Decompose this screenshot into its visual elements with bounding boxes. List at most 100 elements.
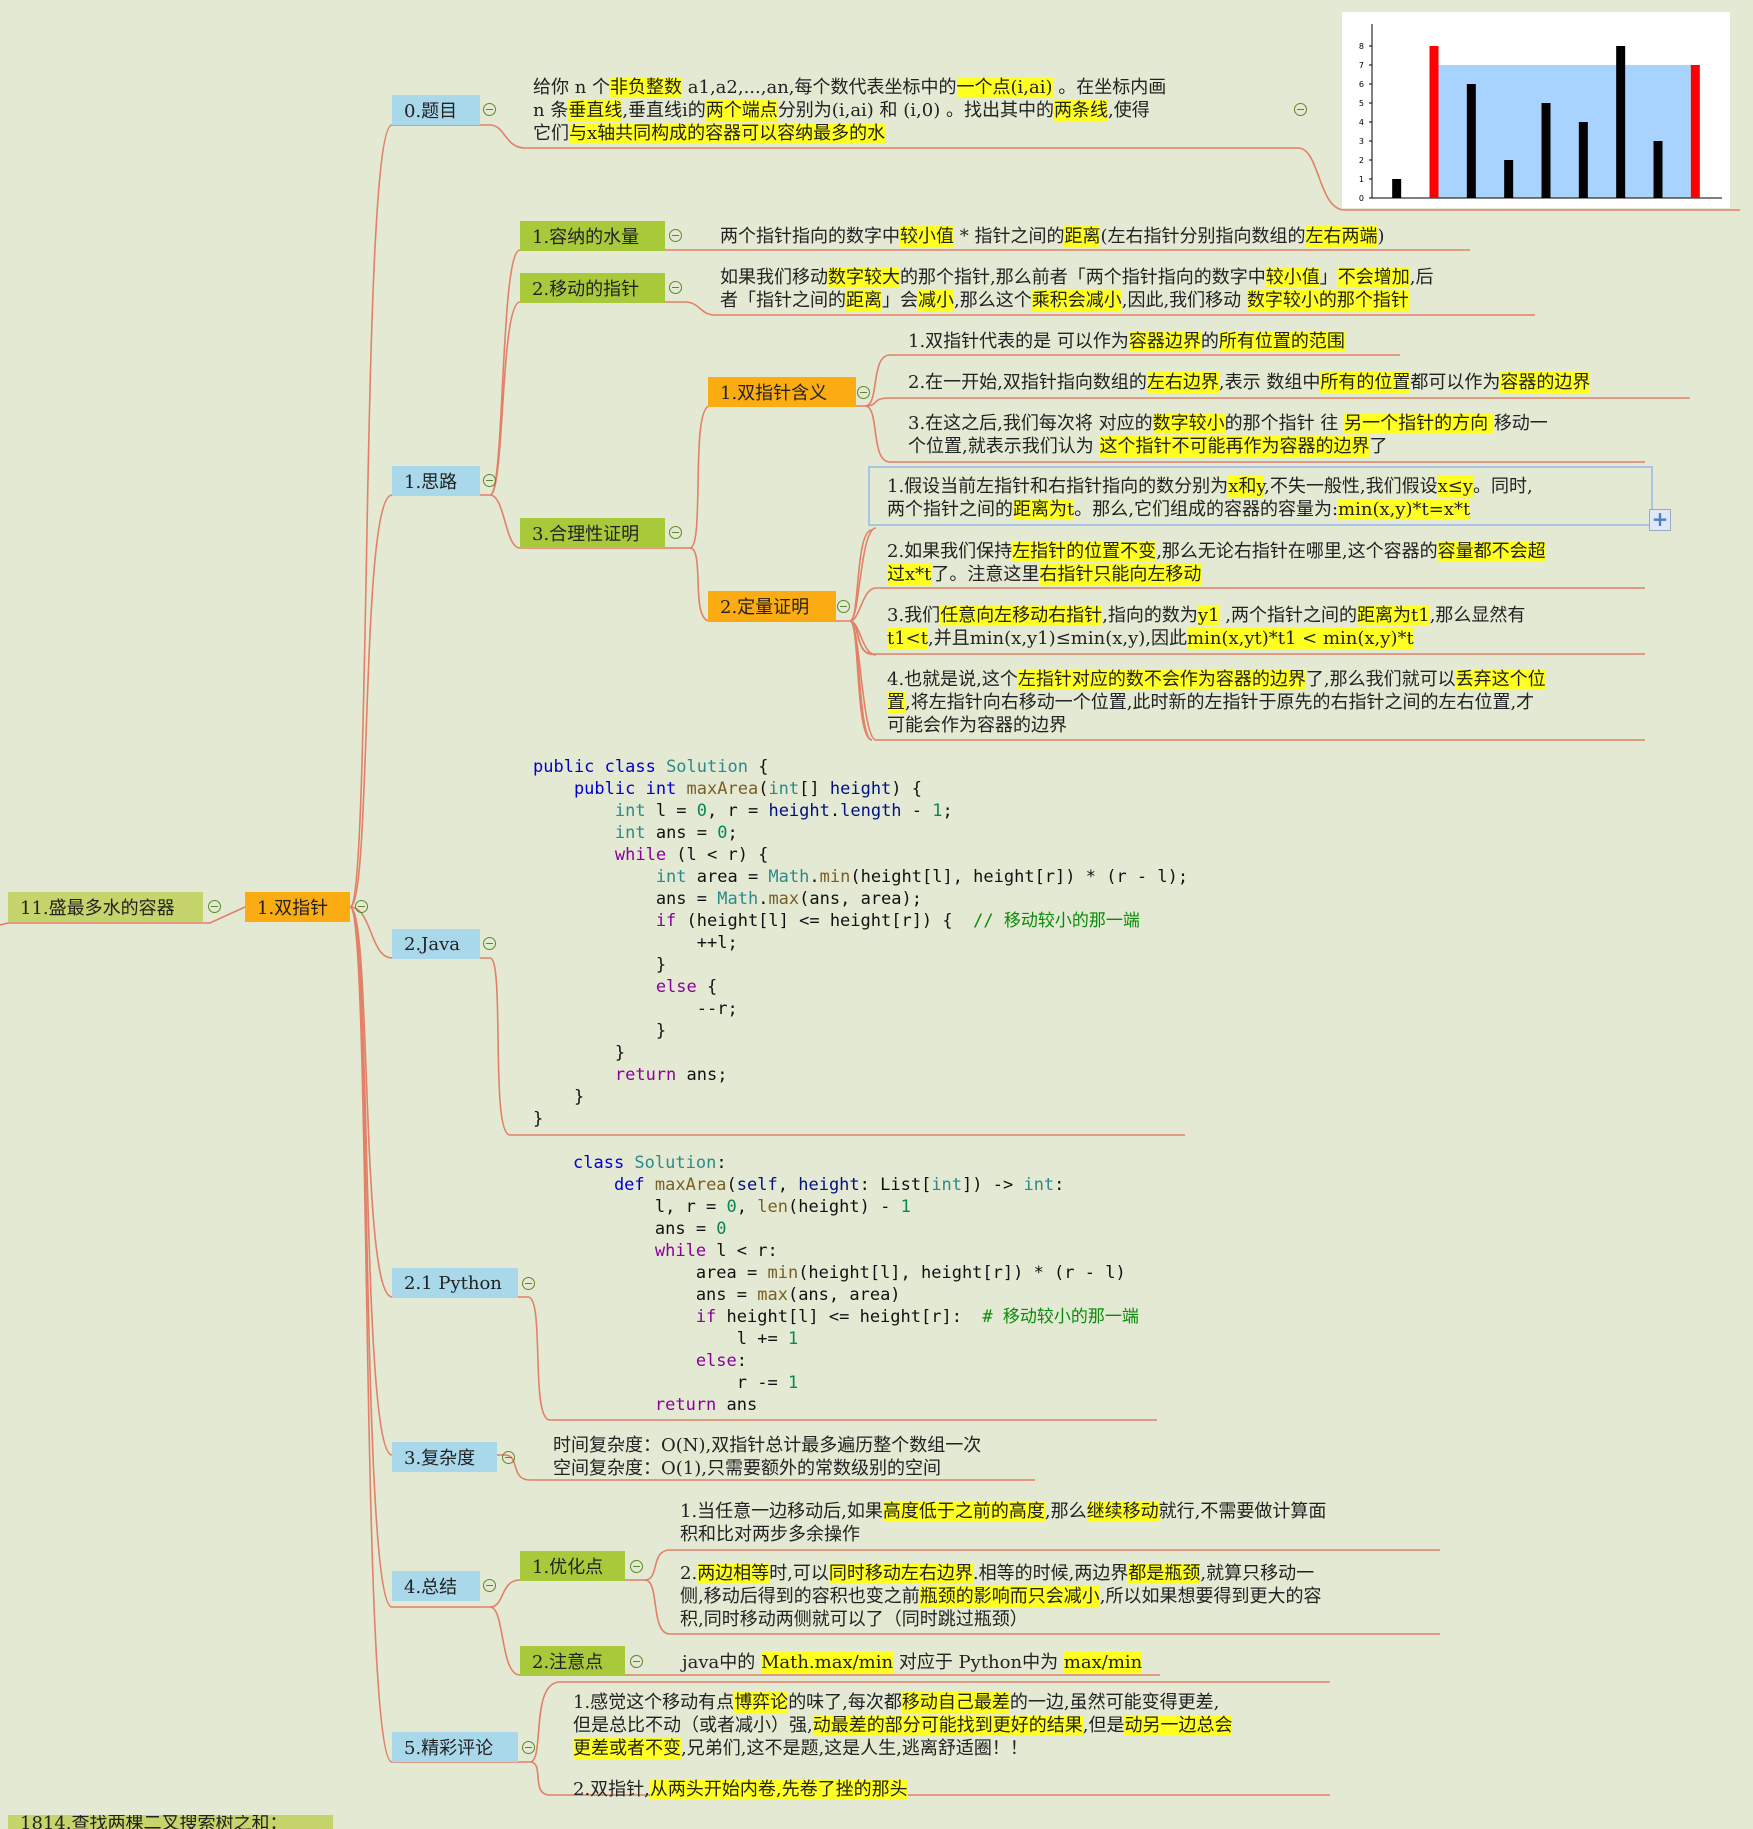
text-line: 3.在这之后,我们每次将 对应的数字较小的那个指针 往 另一个指针的方向 移动一: [908, 412, 1548, 435]
text-segment: 3.我们: [887, 605, 941, 626]
text-segment: ,但是: [1082, 1715, 1125, 1736]
node-optimization[interactable]: 1.优化点: [520, 1551, 625, 1581]
topic-problem[interactable]: 0.题目: [392, 95, 480, 125]
highlighted-text: 两条线: [1053, 100, 1108, 121]
highlighted-text: 另一个指针的方向: [1344, 413, 1494, 434]
text-segment: 2.在一开始,双指针指向数组的: [908, 372, 1147, 393]
code-token: area =: [573, 1263, 768, 1283]
highlighted-text: 乘积会减小: [1031, 290, 1122, 311]
topic-python-collapse-icon[interactable]: [522, 1277, 535, 1290]
node-water-capacity-collapse-icon[interactable]: [669, 229, 682, 242]
text-segment: 者「指针之间的: [720, 290, 846, 311]
node-quant-proof[interactable]: 2.定量证明: [708, 591, 836, 621]
topic-java-collapse-icon[interactable]: [483, 937, 496, 950]
text-segment: 3.在这之后,我们每次将 对应的: [908, 413, 1153, 434]
topic-python[interactable]: 2.1 Python: [392, 1268, 518, 1298]
node-pointer-meaning-collapse-icon[interactable]: [857, 386, 870, 399]
code-line: }: [533, 1042, 1188, 1064]
text-segment: 的一边,虽然可能变得更差,: [1009, 1692, 1220, 1713]
code-token: 0: [717, 823, 728, 843]
code-token: Math: [717, 889, 759, 909]
python-code-block: class Solution: def maxArea(self, height…: [573, 1152, 1139, 1416]
code-token: }: [533, 1043, 626, 1063]
topic-comments-collapse-icon[interactable]: [522, 1741, 535, 1754]
code-token: .: [829, 801, 841, 821]
node-water-capacity[interactable]: 1.容纳的水量: [520, 221, 665, 251]
code-line: return ans: [573, 1394, 1139, 1416]
text-segment: 侧,移动后得到的容积也变之前: [680, 1586, 920, 1607]
bar-4: [1504, 160, 1514, 198]
node-notes[interactable]: 2.注意点: [520, 1646, 625, 1676]
code-line: }: [533, 954, 1188, 976]
node-proof[interactable]: 3.合理性证明: [520, 518, 665, 548]
problem-text-collapse-icon[interactable]: [1294, 103, 1307, 116]
text-line: 1.当任意一边移动后,如果高度低于之前的高度,那么继续移动就行,不需要做计算面: [680, 1500, 1326, 1523]
code-token: maxArea: [654, 1175, 727, 1195]
root-node[interactable]: 11.盛最多水的容器: [8, 892, 203, 922]
code-line: return ans;: [533, 1064, 1188, 1086]
text-segment: 2.双指针,: [573, 1779, 650, 1800]
code-token: 1: [787, 1373, 799, 1393]
highlighted-text: 所有的位置: [1320, 372, 1411, 393]
text-segment: 的那个指针,那么前者「两个指针指向的数字中: [900, 267, 1266, 288]
node-moving-pointer-collapse-icon[interactable]: [669, 281, 682, 294]
highlighted-text: 两个端点: [705, 100, 778, 121]
topic-complexity-collapse-icon[interactable]: [502, 1451, 515, 1464]
main-collapse-icon[interactable]: [355, 900, 368, 913]
topic-summary-collapse-icon[interactable]: [483, 1579, 496, 1592]
highlighted-text: 减小: [918, 290, 954, 311]
topic-summary[interactable]: 4.总结: [392, 1571, 480, 1601]
sibling-node-below[interactable]: 1814.查找两棵二叉搜索树之和：: [8, 1815, 333, 1829]
y-tick-label: 6: [1359, 80, 1364, 89]
text-line: 1.双指针代表的是 可以作为容器边界的所有位置的范围: [908, 330, 1345, 353]
text-segment: 积,同时移动两侧就可以了（同时跳过瓶颈）: [680, 1609, 1028, 1630]
node-proof-collapse-icon[interactable]: [669, 526, 682, 539]
root-collapse-icon[interactable]: [208, 900, 221, 913]
topic-comments[interactable]: 5.精彩评论: [392, 1732, 518, 1762]
text-line: 如果我们移动数字较大的那个指针,那么前者「两个指针指向的数字中较小值」不会增加,…: [720, 266, 1433, 289]
text-line: 1.假设当前左指针和右指针指向的数分别为x和y,不失一般性,我们假设x≤y。同时…: [887, 475, 1533, 498]
text-segment: ,所以如果想要得到更大的容: [1099, 1586, 1322, 1607]
topic-approach-collapse-icon[interactable]: [483, 474, 496, 487]
code-token: public int: [533, 779, 687, 799]
bar-9: [1690, 65, 1700, 198]
highlighted-text: 更差或者不变: [573, 1738, 681, 1759]
node-pointer-meaning[interactable]: 1.双指针含义: [708, 377, 856, 407]
add-node-icon[interactable]: +: [1649, 509, 1671, 531]
node-quant-proof-collapse-icon[interactable]: [837, 600, 850, 613]
text-segment: (左右指针分别指向数组的: [1100, 226, 1306, 247]
highlighted-text: 容量都不会超: [1437, 541, 1546, 562]
node-moving-pointer[interactable]: 2.移动的指针: [520, 273, 665, 303]
topic-problem-collapse-icon[interactable]: [483, 103, 496, 116]
highlighted-text: 动另一边总会: [1124, 1715, 1233, 1736]
text-segment: 了,那么我们就可以: [1305, 669, 1456, 690]
text-segment: 。那么,它们组成的容器的容量为:: [1074, 499, 1339, 520]
node-optimization-collapse-icon[interactable]: [630, 1560, 643, 1573]
code-token: , r =: [707, 801, 769, 821]
topic-complexity[interactable]: 3.复杂度: [392, 1442, 497, 1472]
highlighted-text: 博弈论: [734, 1692, 789, 1713]
y-tick-label: 0: [1359, 194, 1364, 203]
text-segment: ,表示 数组中: [1218, 372, 1321, 393]
text-line: 但是总比不动（或者减小）强,动最差的部分可能找到更好的结果,但是动另一边总会: [573, 1714, 1233, 1737]
text-segment: 了。注意这里: [931, 564, 1040, 585]
node-notes-collapse-icon[interactable]: [630, 1655, 643, 1668]
code-line: else {: [533, 976, 1188, 998]
code-token: .: [758, 889, 769, 909]
topic-approach[interactable]: 1.思路: [392, 466, 480, 496]
code-token: 0: [726, 1197, 737, 1217]
y-tick-label: 2: [1359, 156, 1364, 165]
code-line: }: [533, 1108, 1188, 1130]
code-token: :: [736, 1351, 748, 1371]
topic-java[interactable]: 2.Java: [392, 929, 480, 959]
text-line: 者「指针之间的距离」会减小,那么这个乘积会减小,因此,我们移动 数字较小的那个指…: [720, 289, 1433, 312]
main-node-two-pointers[interactable]: 1.双指针: [245, 892, 350, 922]
quant-proof-item-4: 4.也就是说,这个左指针对应的数不会作为容器的边界了,那么我们就可以丢弃这个位置…: [887, 668, 1546, 737]
code-token: self: [736, 1175, 778, 1195]
bar-5: [1541, 103, 1551, 198]
code-token: --r;: [533, 999, 738, 1019]
code-token: -: [901, 801, 933, 821]
code-token: (l < r) {: [676, 845, 769, 865]
code-line: class Solution:: [573, 1152, 1139, 1174]
code-token: if: [533, 911, 687, 931]
